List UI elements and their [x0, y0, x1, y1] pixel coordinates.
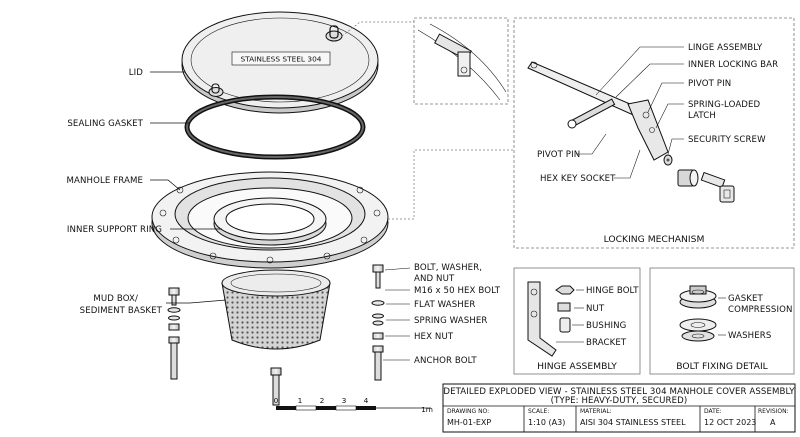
revision-value: A [770, 418, 776, 427]
key-icon [700, 171, 735, 203]
label-inner-support-ring: INNER SUPPORT RING [67, 225, 162, 235]
locking-mechanism-panel: LINGE ASSEMBLY INNER LOCKING BAR PIVOT P… [513, 17, 795, 249]
label-pivot-pin-left: PIVOT PIN [537, 150, 580, 160]
sealing-gasket [184, 94, 366, 160]
label-bolt-washer-2: AND NUT [414, 274, 455, 284]
gasket-stack-drawing [679, 285, 717, 309]
bracket-drawing [527, 281, 557, 357]
bolt-fixing-panel: GASKET COMPRESSION WASHERS BOLT FIXING D… [649, 267, 795, 375]
label-spring-washer: SPRING WASHER [414, 316, 488, 326]
hinge-assembly-panel: HINGE BOLT NUT BUSHING BRACKET HINGE ASS… [513, 267, 641, 375]
label-linge-assembly: LINGE ASSEMBLY [688, 43, 763, 53]
frame-bolt-holes [159, 186, 381, 264]
locking-mechanism-title: LOCKING MECHANISM [604, 234, 705, 245]
locking-bar-drawing [527, 61, 735, 203]
label-flat-washer: FLAT WASHER [414, 300, 475, 310]
center-anchor [270, 367, 282, 406]
scale-tick-1: 1 [298, 396, 303, 405]
date-value: 12 OCT 2023 [704, 418, 756, 427]
scale-tick-0: 0 [274, 396, 279, 405]
scale-tick-2: 2 [320, 396, 325, 405]
mud-box [221, 269, 331, 350]
title-block: DETAILED EXPLODED VIEW - STAINLESS STEEL… [442, 383, 796, 433]
label-gasket-2: COMPRESSION [728, 305, 793, 315]
label-pivot-pin-right: PIVOT PIN [688, 79, 731, 89]
material-value: AISI 304 STAINLESS STEEL [580, 418, 686, 427]
locking-callouts: LINGE ASSEMBLY INNER LOCKING BAR PIVOT P… [537, 43, 778, 184]
bolt-fixing-title: BOLT FIXING DETAIL [676, 361, 768, 372]
detail-leader [388, 149, 514, 220]
label-security-screw: SECURITY SCREW [688, 135, 766, 145]
label-hex-key-socket: HEX KEY SOCKET [540, 174, 616, 184]
right-bolt-stack [371, 264, 385, 381]
label-spring-latch-2: LATCH [688, 111, 716, 121]
socket-drawing [677, 169, 699, 187]
date-key: DATE: [704, 408, 722, 415]
label-hinge-bolt: HINGE BOLT [586, 286, 639, 296]
label-washers: WASHERS [728, 331, 771, 341]
scale-bar: 0 1 2 3 4 1m [274, 396, 433, 414]
nut-icon [557, 302, 571, 312]
bolt-callouts: BOLT, WASHER, AND NUT M16 x 50 HEX BOLT … [383, 263, 501, 366]
latch-closeup-inset [341, 17, 509, 105]
material-key: MATERIAL: [580, 408, 612, 415]
left-callouts: LID SEALING GASKET MANHOLE FRAME INNER S… [67, 68, 227, 316]
label-inner-locking-bar: INNER LOCKING BAR [688, 60, 778, 70]
drawing-no-value: MH-01-EXP [447, 418, 491, 427]
label-lid: LID [129, 68, 144, 78]
label-manhole-frame: MANHOLE FRAME [67, 176, 144, 186]
label-bushing: BUSHING [586, 321, 626, 331]
scale-value: 1:10 (A3) [528, 418, 565, 427]
label-spring-latch-1: SPRING-LOADED [688, 100, 761, 110]
lid: STAINLESS STEEL 304 [181, 11, 379, 114]
label-nut: NUT [586, 304, 605, 314]
left-bolt-stack [167, 287, 181, 380]
hinge-bolt-icon [555, 285, 575, 295]
label-gasket-1: GASKET [728, 294, 764, 304]
label-mud-box-1: MUD BOX/ [93, 294, 138, 304]
label-sealing-gasket: SEALING GASKET [67, 119, 143, 129]
lid-engraving: STAINLESS STEEL 304 [240, 55, 321, 64]
label-hex-bolt: M16 x 50 HEX BOLT [414, 286, 501, 296]
revision-key: REVISION: [758, 408, 789, 415]
washers-drawing [679, 318, 717, 342]
bushing-icon [559, 317, 571, 333]
label-bracket: BRACKET [586, 338, 627, 348]
scale-tick-end: 1m [421, 405, 433, 414]
scale-tick-3: 3 [342, 396, 347, 405]
security-screw-icon [663, 154, 673, 166]
label-hex-nut: HEX NUT [414, 332, 454, 342]
drawing-no-key: DRAWING NO: [447, 408, 489, 415]
label-bolt-washer-1: BOLT, WASHER, [414, 263, 482, 273]
scale-key: SCALE: [528, 408, 549, 415]
scale-tick-4: 4 [364, 396, 369, 405]
label-anchor-bolt: ANCHOR BOLT [414, 356, 477, 366]
keyhole-icon [208, 83, 224, 97]
drawing-title-line-1: DETAILED EXPLODED VIEW - STAINLESS STEEL… [443, 387, 795, 397]
drawing-title-line-2: (TYPE: HEAVY-DUTY, SECURED) [551, 396, 688, 406]
hinge-assembly-title: HINGE ASSEMBLY [537, 361, 617, 372]
inner-support-ring [213, 197, 327, 246]
label-mud-box-2: SEDIMENT BASKET [80, 306, 163, 316]
